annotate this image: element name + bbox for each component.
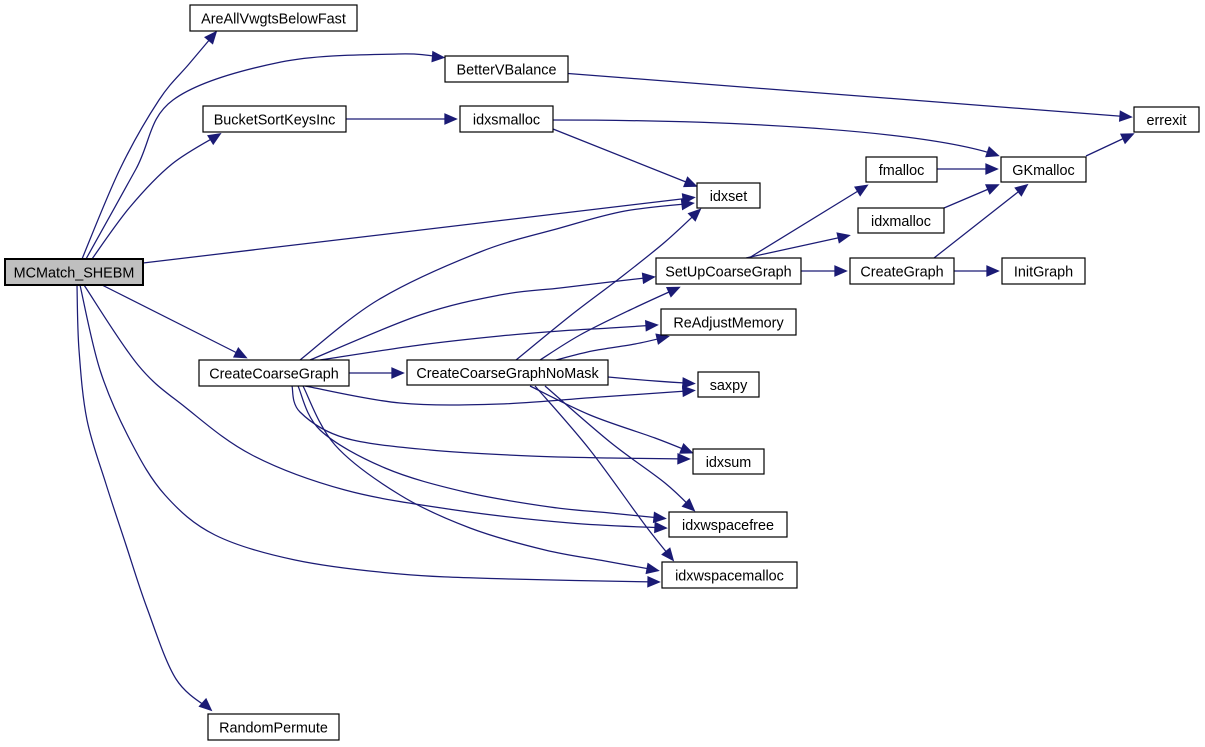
svg-text:CreateCoarseGraphNoMask: CreateCoarseGraphNoMask bbox=[416, 366, 599, 382]
svg-text:idxsum: idxsum bbox=[706, 455, 752, 471]
svg-text:BucketSortKeysInc: BucketSortKeysInc bbox=[214, 112, 336, 128]
svg-text:idxwspacefree: idxwspacefree bbox=[682, 518, 774, 534]
svg-text:GKmalloc: GKmalloc bbox=[1012, 163, 1074, 179]
svg-text:idxmalloc: idxmalloc bbox=[871, 214, 931, 230]
svg-text:RandomPermute: RandomPermute bbox=[219, 720, 328, 736]
svg-text:InitGraph: InitGraph bbox=[1014, 264, 1073, 280]
svg-text:idxwspacemalloc: idxwspacemalloc bbox=[675, 568, 784, 584]
svg-text:SetUpCoarseGraph: SetUpCoarseGraph bbox=[665, 264, 791, 280]
svg-text:MCMatch_SHEBM: MCMatch_SHEBM bbox=[14, 265, 135, 281]
svg-text:CreateGraph: CreateGraph bbox=[860, 264, 943, 280]
svg-text:BetterVBalance: BetterVBalance bbox=[457, 62, 557, 78]
svg-text:saxpy: saxpy bbox=[710, 378, 748, 394]
svg-text:idxsmalloc: idxsmalloc bbox=[473, 112, 540, 128]
svg-text:AreAllVwgtsBelowFast: AreAllVwgtsBelowFast bbox=[201, 11, 346, 27]
svg-text:errexit: errexit bbox=[1147, 113, 1187, 129]
svg-text:ReAdjustMemory: ReAdjustMemory bbox=[673, 315, 784, 331]
svg-text:fmalloc: fmalloc bbox=[879, 163, 925, 179]
svg-text:CreateCoarseGraph: CreateCoarseGraph bbox=[209, 366, 339, 382]
svg-text:idxset: idxset bbox=[710, 189, 748, 205]
